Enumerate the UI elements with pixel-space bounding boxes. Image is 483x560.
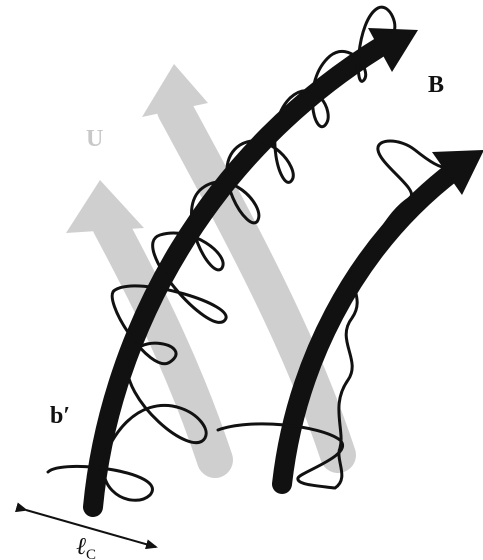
field-line-right bbox=[282, 170, 455, 484]
flow-arrow-head-upper bbox=[142, 64, 208, 117]
label-perturbation-b: b′ bbox=[50, 403, 70, 429]
label-correlation-length: ℓC bbox=[76, 534, 96, 560]
label-correlation-length-symbol: ℓ bbox=[76, 534, 86, 560]
label-correlation-length-sub: C bbox=[86, 547, 96, 560]
label-field-B: B bbox=[428, 72, 444, 98]
flow-arrow-head-lower bbox=[66, 180, 144, 233]
label-flow-U: U bbox=[86, 126, 103, 152]
